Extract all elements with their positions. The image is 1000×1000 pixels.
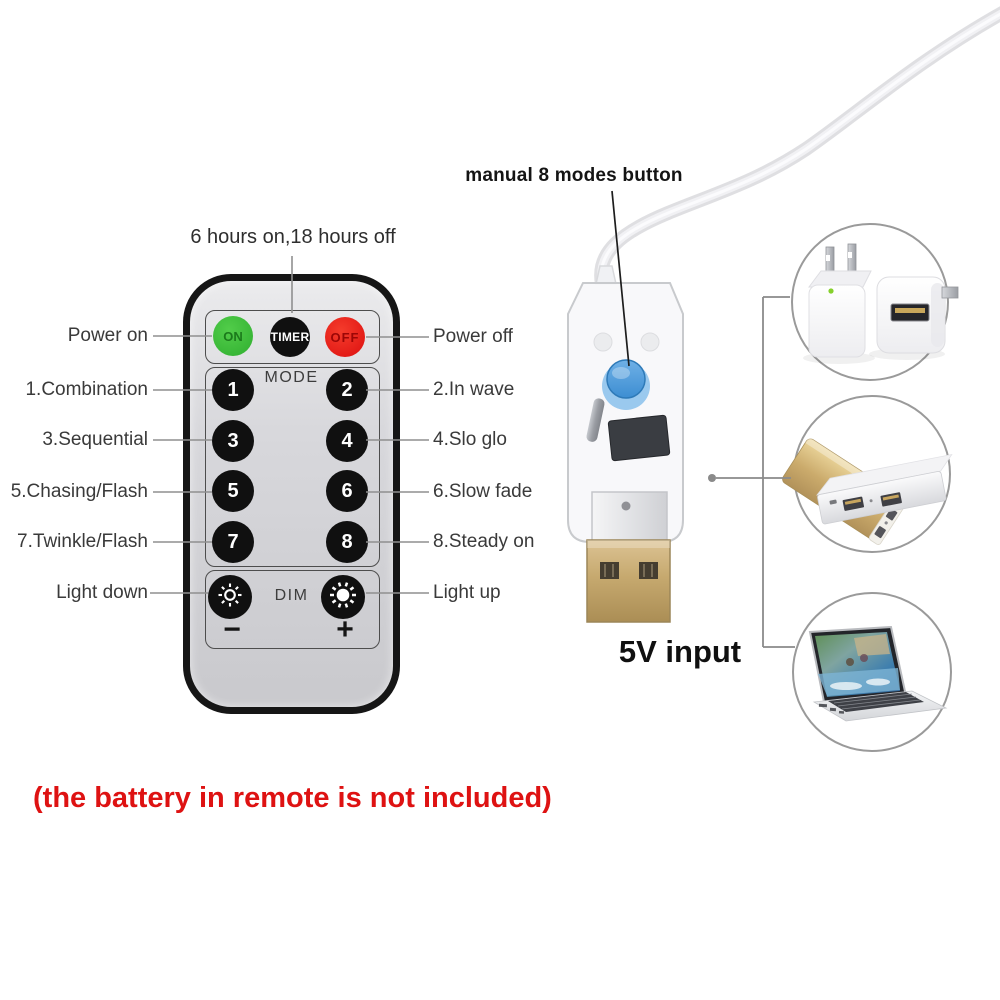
mode-8-button[interactable]: 8 bbox=[326, 521, 368, 563]
power-source-bracket bbox=[716, 296, 795, 648]
label-steady-on: 8.Steady on bbox=[433, 531, 535, 552]
connector-highlight bbox=[587, 540, 670, 548]
sun-bright-icon bbox=[328, 580, 358, 615]
timer-schedule-annotation: 6 hours on,18 hours off bbox=[190, 226, 396, 248]
screw-post bbox=[640, 332, 660, 352]
manual-8-modes-button[interactable] bbox=[606, 359, 646, 399]
label-combination: 1.Combination bbox=[25, 379, 148, 400]
label-power-off: Power off bbox=[433, 326, 513, 347]
usb-contact-slots bbox=[600, 562, 658, 579]
dim-up-button[interactable] bbox=[321, 575, 365, 619]
mode-button-section bbox=[205, 367, 380, 567]
label-slow-fade: 6.Slow fade bbox=[433, 481, 533, 502]
cable-entry bbox=[595, 265, 617, 285]
label-twinkle-flash: 7.Twinkle/Flash bbox=[17, 531, 148, 552]
power-input-annotation: 5V input bbox=[618, 634, 742, 669]
power-source-power-bank bbox=[782, 395, 953, 553]
mode-7-button[interactable]: 7 bbox=[212, 521, 254, 563]
label-power-on: Power on bbox=[67, 325, 148, 346]
off-button[interactable]: OFF bbox=[325, 317, 365, 357]
sun-dim-icon bbox=[217, 582, 243, 613]
dim-plus-symbol: + bbox=[336, 613, 354, 646]
mode-section-label: MODE bbox=[264, 369, 319, 386]
usb-a-connector bbox=[586, 539, 671, 623]
wall-charger-prongs-view bbox=[808, 243, 872, 358]
power-source-wall-charger bbox=[791, 223, 959, 381]
label-sequential: 3.Sequential bbox=[42, 429, 148, 450]
dim-button-section bbox=[205, 570, 380, 649]
shield-hole bbox=[621, 501, 631, 511]
on-button[interactable]: ON bbox=[213, 316, 253, 356]
mode-4-button[interactable]: 4 bbox=[326, 420, 368, 462]
mode-3-button[interactable]: 3 bbox=[212, 420, 254, 462]
label-light-up: Light up bbox=[433, 582, 501, 603]
mode-2-button[interactable]: 2 bbox=[326, 369, 368, 411]
timer-button[interactable]: TIMER bbox=[270, 317, 310, 357]
usb-shield bbox=[591, 491, 668, 547]
oscillator bbox=[586, 398, 605, 442]
mode-1-button[interactable]: 1 bbox=[212, 369, 254, 411]
dim-section-label: DIM bbox=[274, 587, 309, 604]
mode-6-button[interactable]: 6 bbox=[326, 470, 368, 512]
chip bbox=[607, 414, 671, 462]
label-chasing-flash: 5.Chasing/Flash bbox=[10, 481, 148, 502]
label-slo-glo: 4.Slo glo bbox=[433, 429, 507, 450]
manual-modes-annotation: manual 8 modes button bbox=[465, 165, 683, 186]
power-source-laptop bbox=[792, 592, 952, 752]
silver-power-bank bbox=[816, 453, 953, 525]
laptop-side-ports bbox=[818, 703, 845, 714]
button-highlight bbox=[612, 367, 630, 379]
label-in-wave: 2.In wave bbox=[433, 379, 515, 400]
label-light-down: Light down bbox=[56, 582, 148, 603]
dim-down-button[interactable] bbox=[208, 575, 252, 619]
dim-minus-symbol: − bbox=[223, 613, 241, 646]
battery-note: (the battery in remote is not included) bbox=[33, 782, 552, 814]
mode-5-button[interactable]: 5 bbox=[212, 470, 254, 512]
remote-control: ON TIMER OFF MODE 1 2 3 4 5 6 7 8 bbox=[183, 274, 400, 714]
wall-charger-port-view bbox=[876, 276, 959, 354]
laptop bbox=[808, 625, 948, 722]
